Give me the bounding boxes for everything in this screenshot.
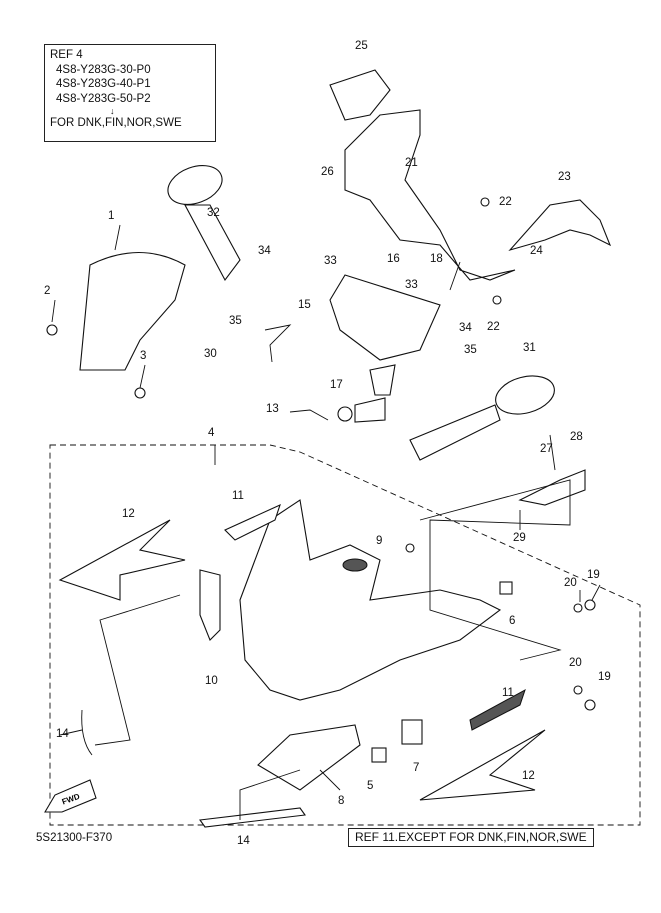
callout-34: 34	[459, 322, 472, 334]
ref-4-box: REF 4 4S8-Y283G-30-P0 4S8-Y283G-40-P1 4S…	[44, 44, 216, 142]
part-27-bracket	[518, 469, 586, 506]
callout-11: 11	[502, 687, 514, 699]
callout-21: 21	[405, 157, 418, 169]
callout-8: 8	[338, 795, 344, 807]
callout-34: 34	[258, 245, 271, 257]
part-21-inner-panel	[344, 109, 516, 281]
callout-13: 13	[266, 403, 279, 415]
callout-6: 6	[509, 615, 515, 627]
callout-14: 14	[56, 728, 69, 740]
ref-code: 4S8-Y283G-30-P0	[56, 63, 151, 76]
callout-19: 19	[587, 569, 600, 581]
part-22-bolt	[492, 295, 502, 305]
callout-22: 22	[499, 196, 512, 208]
part-8-side-panel	[257, 724, 361, 791]
callout-35: 35	[229, 315, 242, 327]
down-arrow-icon: ↓	[110, 106, 115, 116]
callout-30: 30	[204, 348, 217, 360]
part-6-nut	[499, 581, 513, 595]
leader-lines	[51, 224, 601, 820]
part-20-washer	[573, 685, 583, 695]
callout-26: 26	[321, 166, 334, 178]
assembly-boundary	[49, 444, 641, 826]
headlight-opening	[342, 558, 368, 572]
part-22-bolt	[480, 197, 490, 207]
part-2-screw	[46, 324, 58, 336]
ref-code: 4S8-Y283G-50-P2	[56, 92, 151, 105]
part-12-graphic-right	[419, 729, 546, 801]
part-30-bracket	[264, 324, 292, 363]
callout-4: 4	[208, 427, 215, 439]
callout-17: 17	[330, 379, 343, 391]
part-32-mirror-stem	[184, 204, 241, 282]
diagram-code: 5S21300-F370	[36, 832, 113, 844]
callout-25: 25	[355, 40, 368, 52]
callout-18: 18	[430, 253, 443, 265]
ref-4-title: REF 4	[50, 49, 83, 61]
callout-22: 22	[487, 321, 500, 333]
callout-33: 33	[405, 279, 418, 291]
part-11-decal-bottom	[469, 688, 526, 731]
callout-12: 12	[522, 770, 535, 782]
callout-5: 5	[367, 780, 373, 792]
callout-9: 9	[376, 535, 382, 547]
callout-16: 16	[387, 253, 400, 265]
ref-4-note: FOR DNK,FIN,NOR,SWE	[50, 117, 182, 129]
part-12-graphic-left	[58, 519, 186, 601]
part-15-stay	[329, 274, 441, 361]
part-17-plate	[354, 397, 386, 423]
callout-35: 35	[464, 344, 477, 356]
fwd-arrow-icon	[44, 779, 97, 813]
part-9-screw	[405, 543, 415, 553]
callout-32: 32	[207, 207, 220, 219]
part-13-cable	[289, 409, 329, 421]
callout-15: 15	[298, 299, 311, 311]
part-7-clip	[401, 719, 423, 745]
part-25-cover	[329, 69, 391, 121]
part-23-bracket	[508, 199, 612, 252]
callout-33: 33	[324, 255, 337, 267]
callout-31: 31	[523, 342, 536, 354]
part-17-grommet	[337, 406, 353, 422]
callout-2: 2	[44, 285, 50, 297]
callout-28: 28	[570, 431, 583, 443]
callout-23: 23	[558, 171, 571, 183]
part-1-windscreen	[79, 252, 186, 371]
part-14-trim-left	[81, 709, 93, 756]
part-3-nut	[134, 387, 146, 399]
callout-29: 29	[513, 532, 526, 544]
part-cowling-body	[239, 499, 502, 701]
ref-code: 4S8-Y283G-40-P1	[56, 78, 151, 90]
ref-11-box: REF 11.EXCEPT FOR DNK,FIN,NOR,SWE	[348, 828, 594, 847]
part-31-mirror-stem	[409, 404, 501, 461]
part-20-washer	[573, 603, 583, 613]
callout-12: 12	[122, 508, 135, 520]
part-31-mirror-right	[495, 375, 555, 415]
part-19-bolt	[584, 599, 596, 611]
callout-14: 14	[237, 835, 250, 847]
part-5-clip	[371, 747, 387, 763]
part-19-bolt	[584, 699, 596, 711]
part-14-trim-bottom	[199, 807, 306, 828]
callout-10: 10	[205, 675, 218, 687]
callout-1: 1	[108, 210, 114, 222]
part-stay-lower	[369, 364, 396, 396]
callout-3: 3	[140, 350, 146, 362]
callout-7: 7	[413, 762, 419, 774]
callout-11: 11	[232, 490, 244, 502]
part-11-decal-top	[224, 503, 281, 541]
callout-24: 24	[530, 245, 543, 257]
callout-27: 27	[540, 443, 553, 455]
callout-20: 20	[564, 577, 577, 589]
callout-20: 20	[569, 657, 582, 669]
callout-19: 19	[598, 671, 611, 683]
part-10-duct	[199, 569, 221, 641]
part-32-mirror-left	[167, 165, 223, 205]
